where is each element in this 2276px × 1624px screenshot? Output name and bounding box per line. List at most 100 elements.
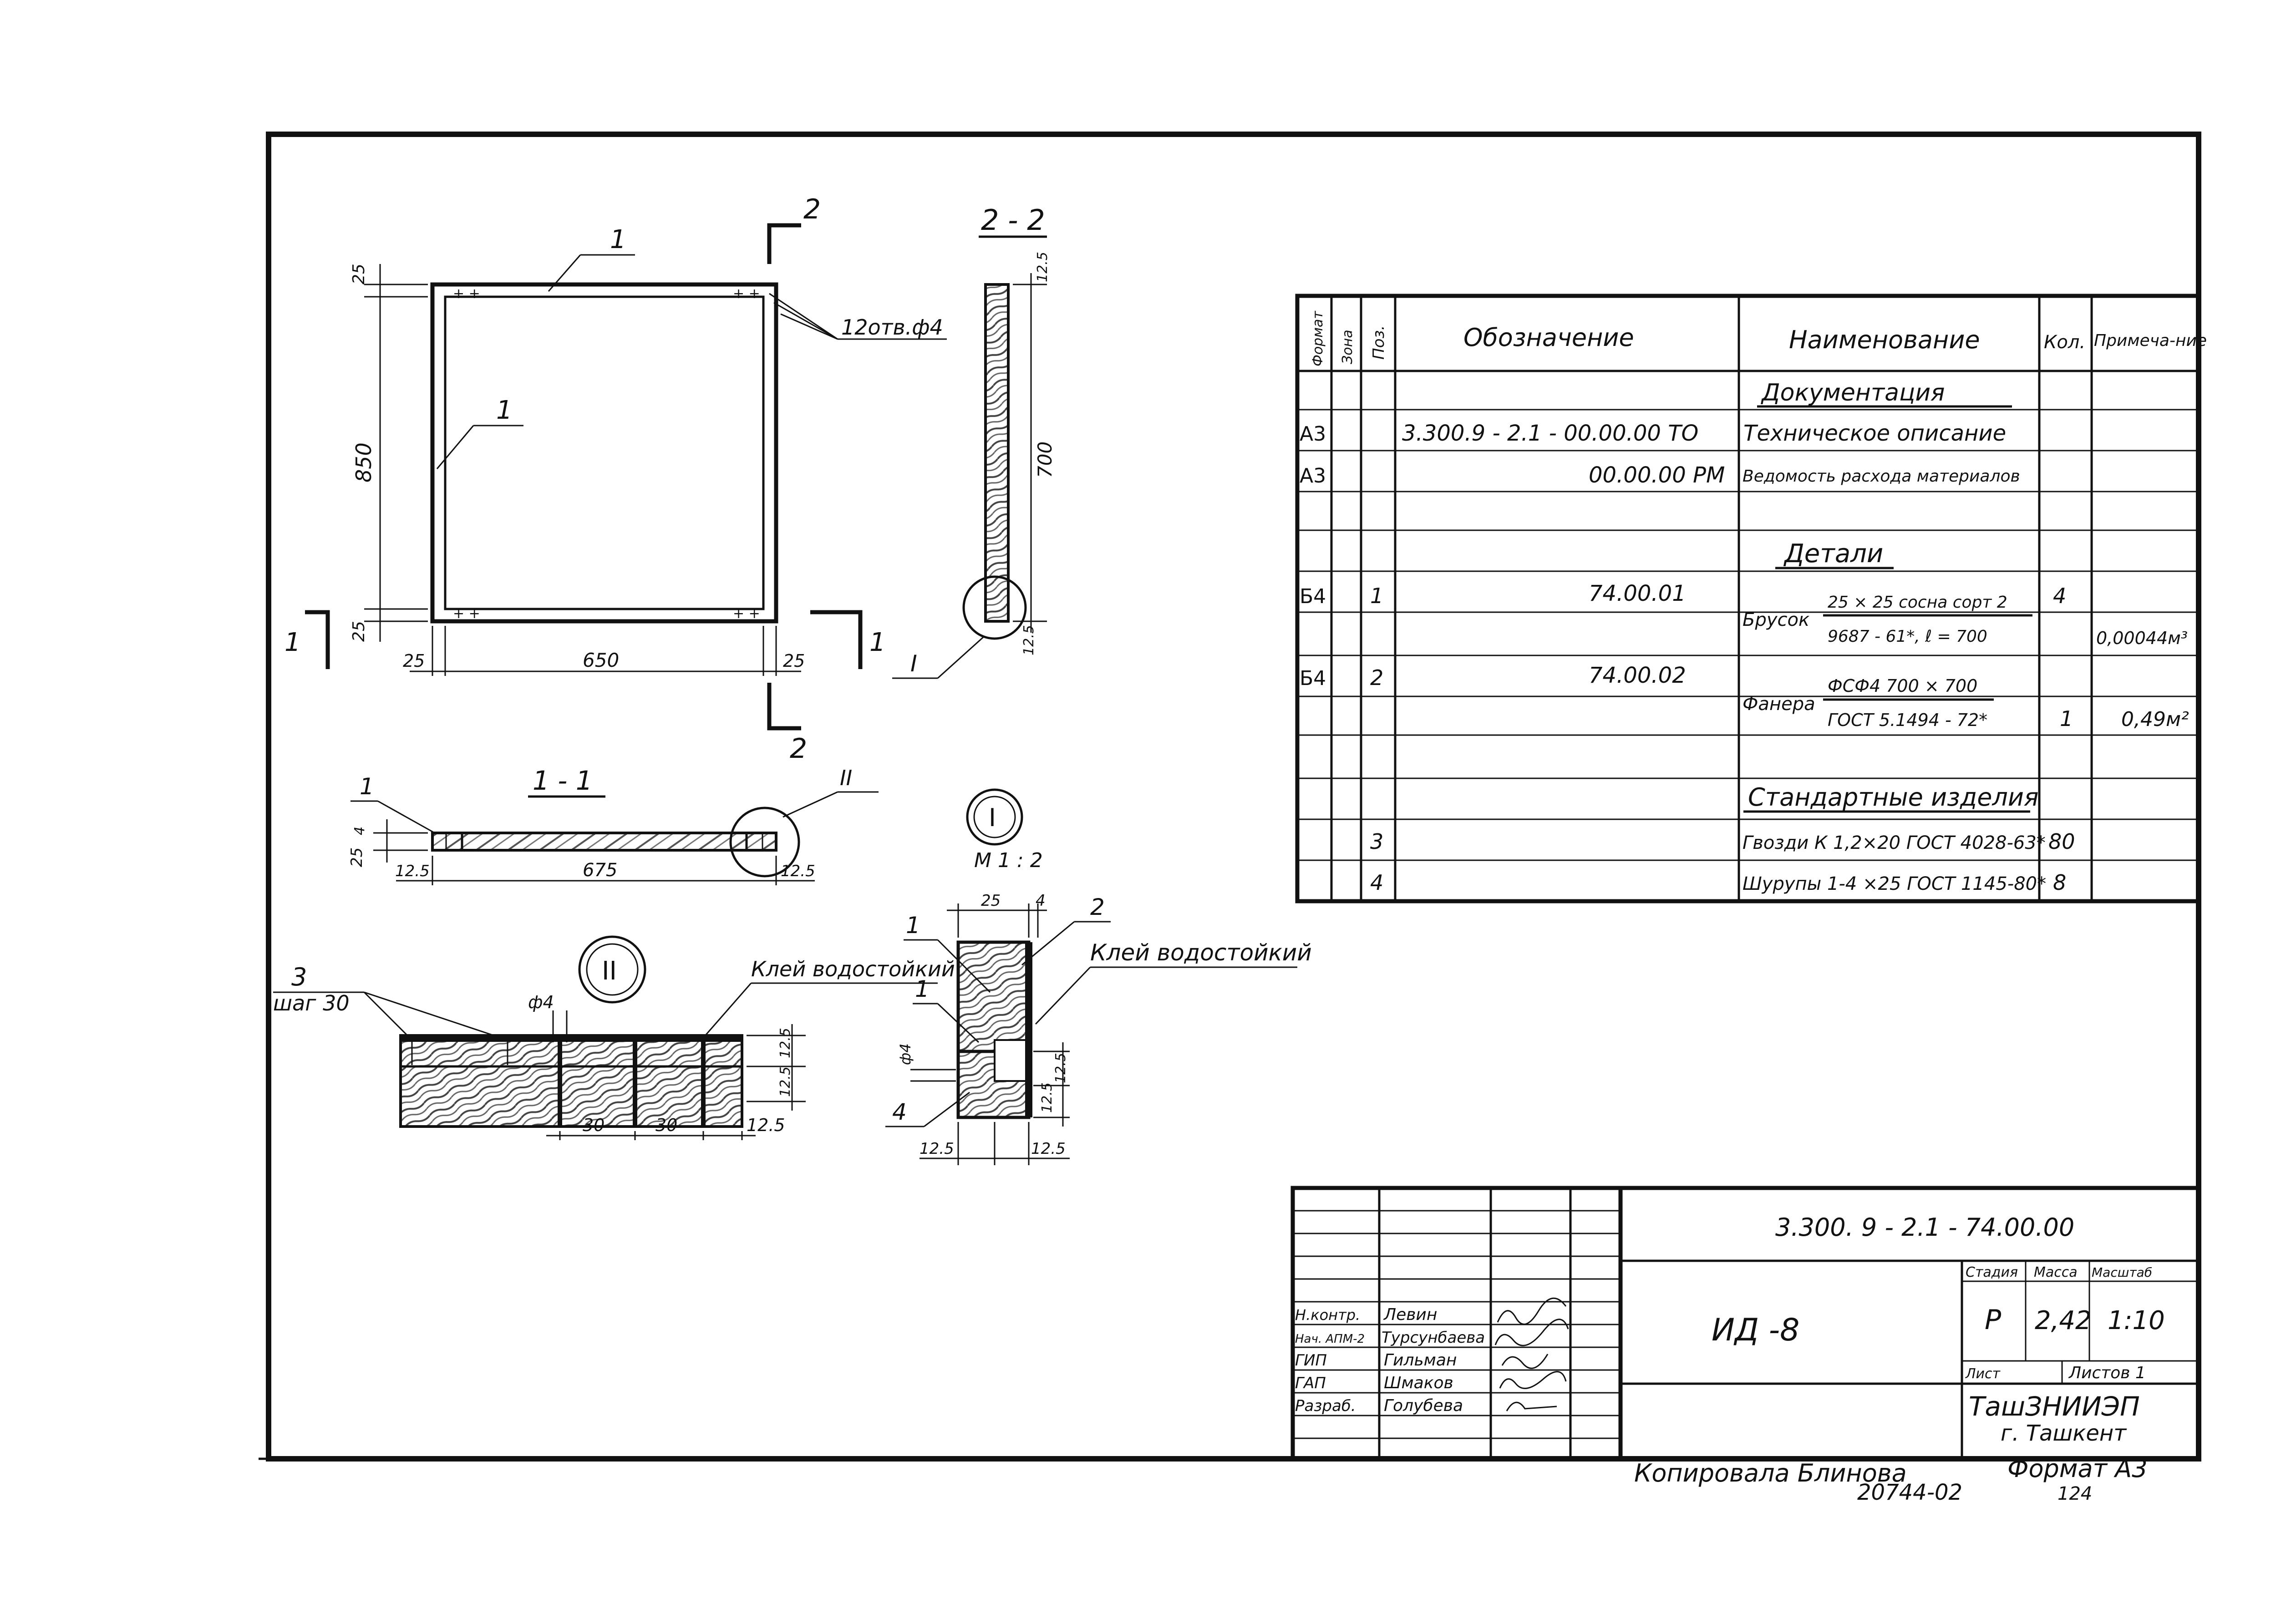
section-1-1-dim-length: 675 bbox=[583, 860, 617, 881]
tb-hdr-stage: Стадия bbox=[1966, 1264, 2018, 1280]
row-1-name: Техническое описание bbox=[1743, 421, 2006, 446]
detail-2-hole: ф4 bbox=[528, 992, 554, 1012]
detail-1-dim-h2: 12.5 bbox=[1039, 1082, 1055, 1113]
section-docs: Документация bbox=[1761, 379, 1945, 406]
section-2-2-title: 2 - 2 bbox=[981, 203, 1045, 237]
hdr-zone: Зона bbox=[1340, 330, 1356, 364]
section-1-1-dim-thk: 25 bbox=[348, 848, 366, 867]
title-block: 3.300. 9 - 2.1 - 74.00.00 ИД -8 Стадия М… bbox=[1290, 1186, 2201, 1461]
detail-2-title: II bbox=[602, 956, 617, 986]
svg-text:+ +: + + bbox=[733, 606, 760, 622]
tb-hdr-sheet: Лист bbox=[1965, 1366, 2001, 1382]
row-4-name-bot: ГОСТ 5.1494 - 72* bbox=[1828, 710, 1987, 730]
row-4-note: 0,49м² bbox=[2121, 708, 2189, 731]
hdr-pos: Поз. bbox=[1370, 325, 1388, 360]
detail-1-hole: ф4 bbox=[897, 1043, 914, 1065]
row-2-designation: 00.00.00 РМ bbox=[1589, 462, 1725, 488]
section-2-2: 2 - 2 700 12.5 12.5 I bbox=[892, 203, 1056, 679]
row-5-name: Гвозди К 1,2×20 ГОСТ 4028-63* bbox=[1743, 832, 2046, 853]
row-4-pos: 2 bbox=[1370, 665, 1383, 690]
tb-scale: 1:10 bbox=[2108, 1306, 2165, 1335]
tb-name-2: Турсунбаева bbox=[1382, 1329, 1485, 1347]
tb-role-4: ГАП bbox=[1295, 1374, 1326, 1392]
row-5-pos: 3 bbox=[1370, 829, 1383, 854]
detail-1-dim-width: 25 bbox=[981, 892, 1001, 910]
svg-text:+ +: + + bbox=[453, 606, 480, 622]
tb-role-5: Разраб. bbox=[1295, 1397, 1356, 1415]
row-1-designation: 3.300.9 - 2.1 - 00.00.00 ТО bbox=[1402, 421, 1698, 446]
footer-order: 20744-02 bbox=[1857, 1480, 1962, 1505]
svg-text:+ +: + + bbox=[453, 286, 480, 302]
cut-2-top: 2 bbox=[803, 193, 821, 225]
tb-name-1: Левин bbox=[1383, 1305, 1437, 1324]
detail-1-dim-bot-l: 12.5 bbox=[920, 1140, 954, 1158]
detail-1-dim-ply: 4 bbox=[1036, 892, 1046, 910]
footer-copied: Копировала Блинова bbox=[1634, 1459, 1907, 1487]
footer-format: Формат А3 bbox=[2007, 1454, 2148, 1483]
section-1-1-dim-ply: 4 bbox=[352, 827, 368, 835]
detail-1-pos-b: 1 bbox=[915, 976, 930, 1002]
row-6-pos: 4 bbox=[1370, 870, 1383, 895]
row-5-qty: 80 bbox=[2048, 829, 2075, 854]
detail-2-pitch: шаг 30 bbox=[273, 991, 350, 1015]
hdr-qty: Кол. bbox=[2044, 332, 2085, 353]
row-4-format: Б4 bbox=[1300, 667, 1326, 690]
plan-pos-side: 1 bbox=[496, 396, 513, 425]
detail-1-pos-a: 1 bbox=[906, 912, 920, 939]
detail-1-glue: Клей водостойкий bbox=[1090, 939, 1312, 966]
section-1-1-title: 1 - 1 bbox=[533, 765, 593, 796]
plan-dim-left: 25 bbox=[403, 651, 425, 671]
section-2-2-dim-top: 12.5 bbox=[1035, 252, 1051, 282]
nail-markers: + + + + + + + + bbox=[453, 286, 760, 622]
detail-2: II 3 шаг 30 ф4 Клей водостойкий 12.5 12.… bbox=[273, 935, 955, 1140]
signatures bbox=[1494, 1297, 1569, 1411]
section-2-2-dim-bottom: 12.5 bbox=[1021, 625, 1037, 655]
tb-city: г. Ташкент bbox=[2001, 1421, 2127, 1446]
row-3-qty: 4 bbox=[2053, 584, 2066, 608]
row-3-note: 0,00044м³ bbox=[2096, 628, 2188, 648]
footer: Копировала Блинова 20744-02 Формат А3 12… bbox=[1634, 1454, 2148, 1505]
section-1-1-pos: 1 bbox=[360, 773, 374, 800]
plan-holes-label: 12отв.ф4 bbox=[841, 315, 943, 340]
plan-dim-height: 850 bbox=[351, 442, 376, 482]
tb-mass: 2,42 bbox=[2035, 1306, 2092, 1335]
tb-role-2: Нач. АПМ-2 bbox=[1295, 1332, 1365, 1346]
detail-2-glue: Клей водостойкий bbox=[751, 957, 955, 981]
svg-text:+ +: + + bbox=[733, 286, 760, 302]
row-4-designation: 74.00.02 bbox=[1589, 663, 1686, 688]
row-3-designation: 74.00.01 bbox=[1589, 581, 1686, 606]
detail-2-dim-h1: 12.5 bbox=[777, 1028, 793, 1058]
detail-2-dim-a: 30 bbox=[583, 1115, 605, 1135]
tb-org: ТашЗНИИЭП bbox=[1969, 1391, 2140, 1422]
tb-name-4: Шмаков bbox=[1384, 1374, 1453, 1392]
section-1-1-dim-left: 12.5 bbox=[395, 862, 430, 880]
cut-1-left: 1 bbox=[284, 628, 301, 657]
detail-2-dim-h2: 12.5 bbox=[777, 1066, 793, 1097]
cut-1-right: 1 bbox=[869, 628, 886, 657]
footer-page: 124 bbox=[2058, 1483, 2092, 1504]
row-6-qty: 8 bbox=[2053, 870, 2066, 895]
tb-name-3: Гильман bbox=[1384, 1351, 1457, 1370]
plan-dim-top: 25 bbox=[350, 264, 368, 284]
section-standard: Стандартные изделия bbox=[1748, 783, 2039, 812]
detail-1-scale: М 1 : 2 bbox=[974, 849, 1043, 872]
row-2-name: Ведомость расхода материалов bbox=[1743, 467, 2020, 486]
row-2-format: А3 bbox=[1300, 464, 1326, 487]
tb-hdr-sheets: Листов 1 bbox=[2068, 1364, 2146, 1382]
detail-1-pos-d: 4 bbox=[892, 1099, 907, 1125]
detail-1-dim-h1: 12.5 bbox=[1053, 1053, 1069, 1083]
section-1-1-callout: II bbox=[840, 766, 852, 790]
plan-dim-bottom: 25 bbox=[350, 621, 368, 642]
cut-2-bottom: 2 bbox=[790, 733, 807, 765]
section-details: Детали bbox=[1783, 539, 1883, 568]
row-3-name-bot: 9687 - 61*, ℓ = 700 bbox=[1828, 627, 1987, 646]
section-1-1-dim-right: 12.5 bbox=[781, 862, 815, 880]
row-4-name: Фанера bbox=[1743, 694, 1815, 715]
plan-view: + + + + + + + + 1 1 12отв.ф4 850 25 25 2… bbox=[284, 193, 947, 765]
section-1-1: 1 - 1 1 II 25 4 12.5 675 12.5 bbox=[348, 765, 879, 885]
detail-2-dim-b: 30 bbox=[655, 1115, 677, 1135]
plan-dim-width: 650 bbox=[583, 649, 619, 671]
row-3-name: Брусок bbox=[1743, 609, 1809, 630]
hdr-name: Наименование bbox=[1789, 325, 1980, 354]
tb-code: 3.300. 9 - 2.1 - 74.00.00 bbox=[1775, 1213, 2074, 1242]
